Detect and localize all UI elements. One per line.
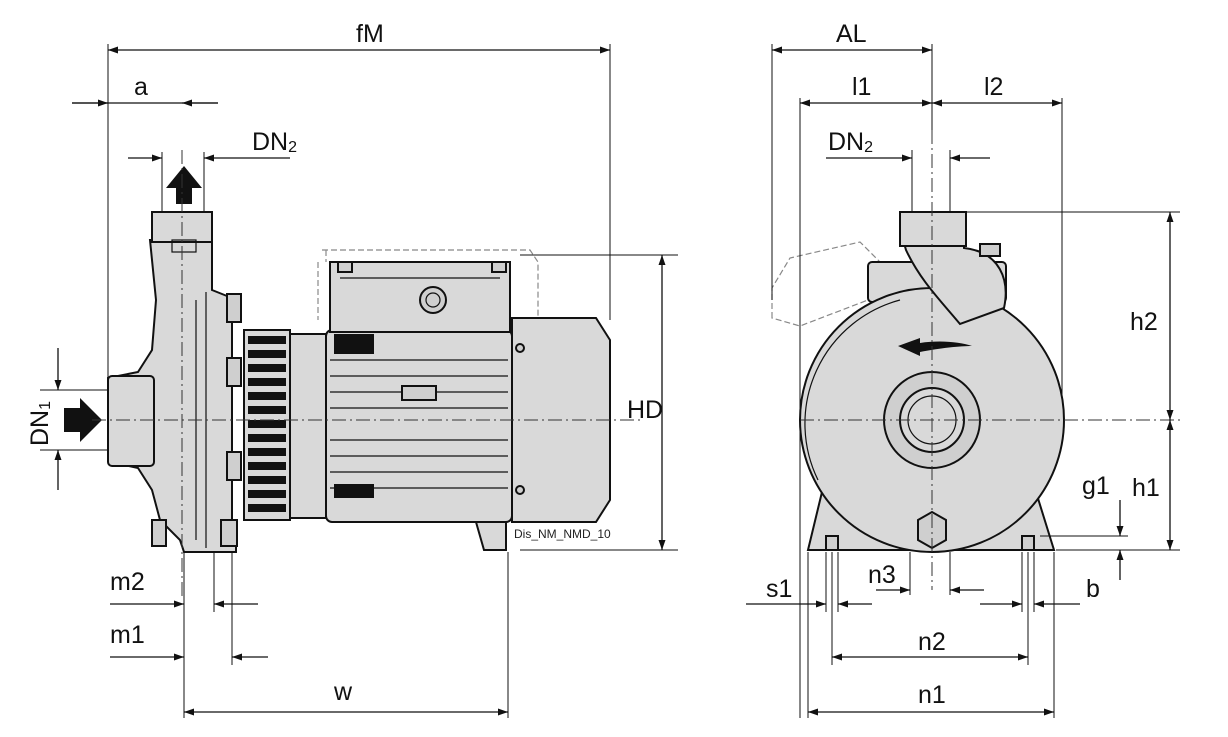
label-n1: n1 [918, 681, 946, 709]
rotation-arrow-icon [898, 338, 972, 356]
label-b: b [1086, 575, 1100, 603]
label-AL: AL [836, 20, 867, 48]
motor-foot [474, 521, 507, 551]
label-h2: h2 [1130, 308, 1158, 336]
discharge-flange-front [899, 211, 967, 247]
nameplate [401, 385, 437, 401]
label-m2: m2 [110, 568, 145, 596]
drain-plug [917, 510, 947, 550]
label-a: a [134, 73, 148, 101]
suction-arrow-icon [64, 398, 102, 442]
label-n2: n2 [918, 628, 946, 656]
adapter-fins [248, 336, 286, 512]
label-n3: n3 [868, 561, 896, 589]
label-DN2-side: DN2 [252, 128, 297, 156]
label-fM: fM [356, 20, 384, 48]
front-view: AL l1 l2 DN2 h2 h1 g1 s1 n3 b n2 n1 [746, 20, 1180, 718]
label-s1: s1 [766, 575, 792, 603]
label-l2: l2 [984, 73, 1003, 101]
label-DN1: DN1 [26, 401, 54, 446]
label-w: w [333, 678, 353, 706]
side-view: fM a DN2 DN1 HD m2 m1 w Dis_NM_NMD_10 [26, 20, 678, 718]
label-g1: g1 [1082, 472, 1110, 500]
label-l1: l1 [852, 73, 871, 101]
suction-flange [107, 375, 155, 467]
discharge-arrow-icon [166, 166, 202, 204]
motor-ribs [330, 359, 508, 489]
label-m1: m1 [110, 621, 145, 649]
label-HD: HD [627, 396, 663, 424]
label-DN2-front: DN2 [828, 128, 873, 156]
label-h1: h1 [1132, 474, 1160, 502]
drawing-code: Dis_NM_NMD_10 [514, 527, 611, 541]
